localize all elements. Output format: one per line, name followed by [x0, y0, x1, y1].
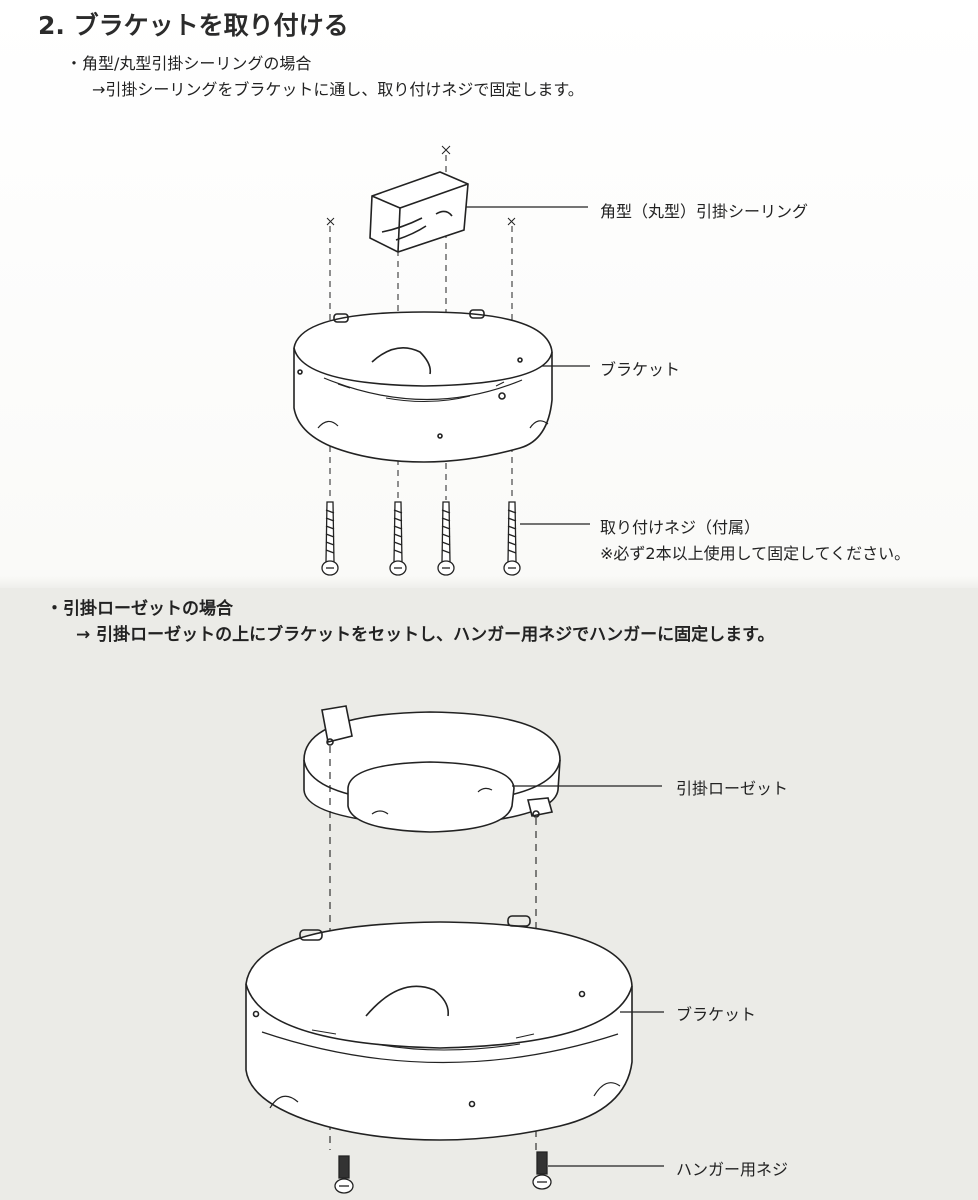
label-mounting-screw: 取り付けネジ（付属）	[600, 518, 761, 537]
section1-heading: ・角型/丸型引掛シーリングの場合	[66, 54, 312, 73]
bracket-lower	[245, 915, 633, 1141]
bracket-upper	[293, 309, 553, 463]
label-bracket-upper: ブラケット	[600, 360, 681, 379]
page-title: 2. ブラケットを取り付ける	[38, 11, 349, 40]
section2-heading: ・引掛ローゼットの場合	[46, 599, 233, 619]
section2-instruction: → 引掛ローゼットの上にブラケットをセットし、ハンガー用ネジでハンガーに固定しま…	[76, 625, 775, 645]
section1-leader-lines	[466, 206, 590, 525]
section1-instruction: →引掛シーリングをブラケットに通し、取り付けネジで固定します。	[92, 80, 584, 99]
label-bracket-lower: ブラケット	[676, 1005, 757, 1024]
screw-hole-marks	[326, 145, 516, 226]
label-hanger-screw: ハンガー用ネジ	[676, 1160, 789, 1179]
section2-leader-lines	[512, 785, 664, 1167]
square-ceiling-fitting	[369, 171, 469, 253]
ceiling-rosette	[303, 705, 561, 833]
hanger-screws	[334, 1151, 552, 1194]
label-rosette: 引掛ローゼット	[676, 779, 789, 798]
label-screw-note: ※必ず2本以上使用して固定してください。	[600, 544, 911, 563]
label-square-ceiling: 角型（丸型）引掛シーリング	[600, 202, 809, 221]
mounting-screws	[321, 501, 521, 576]
